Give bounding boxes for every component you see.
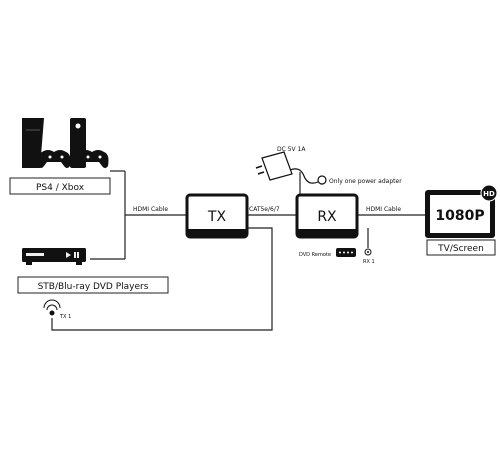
power-adapter-icon bbox=[255, 151, 327, 185]
power-adapter: DC 5V 1A Only one power adapter bbox=[255, 146, 402, 185]
tx-label: TX bbox=[207, 209, 227, 225]
rx1-label: RX 1 bbox=[363, 259, 375, 265]
dvd-remote-label: DVD Remote bbox=[299, 252, 331, 258]
gamepad-icon bbox=[75, 150, 109, 168]
cat-cable-label: CAT5e/6/7 bbox=[249, 206, 280, 213]
line-ir-loop bbox=[51, 227, 273, 331]
connection-lines bbox=[51, 170, 425, 331]
power-rating: DC 5V 1A bbox=[277, 146, 306, 153]
tx-unit: TX bbox=[185, 193, 249, 239]
power-note: Only one power adapter bbox=[329, 178, 402, 185]
tv-label-box bbox=[426, 239, 496, 256]
tv-screen: 1080P HD TV/Screen bbox=[425, 184, 498, 256]
dvd-remote-group: DVD Remote RX 1 bbox=[299, 248, 375, 265]
hdmi-cable-out-label: HDMI Cable bbox=[366, 206, 401, 213]
dvd-player-icon bbox=[22, 248, 86, 265]
player-label: STB/Blu-ray DVD Players bbox=[38, 282, 149, 292]
tv-label: TV/Screen bbox=[437, 244, 484, 254]
ir-receiver-icon bbox=[364, 248, 372, 256]
console-label: PS4 / Xbox bbox=[36, 183, 85, 193]
ir-signal-icon bbox=[43, 299, 61, 311]
rx-unit: RX bbox=[295, 193, 359, 239]
remote-control-icon bbox=[336, 248, 356, 257]
game-consoles: PS4 / Xbox bbox=[9, 118, 111, 195]
resolution-label: 1080P bbox=[435, 208, 484, 224]
hd-badge: HD bbox=[483, 190, 495, 198]
player-label-box bbox=[17, 276, 169, 294]
tx1-ir-emitter: TX 1 bbox=[43, 299, 71, 320]
console-label-box bbox=[9, 177, 111, 195]
hd-badge-icon bbox=[480, 184, 498, 202]
rx-label: RX bbox=[317, 209, 337, 225]
gamepad-icon bbox=[37, 150, 71, 168]
hdmi-cable-in-label: HDMI Cable bbox=[133, 206, 168, 213]
dvd-player-group: STB/Blu-ray DVD Players bbox=[17, 248, 169, 294]
tx1-label: TX 1 bbox=[59, 314, 71, 320]
